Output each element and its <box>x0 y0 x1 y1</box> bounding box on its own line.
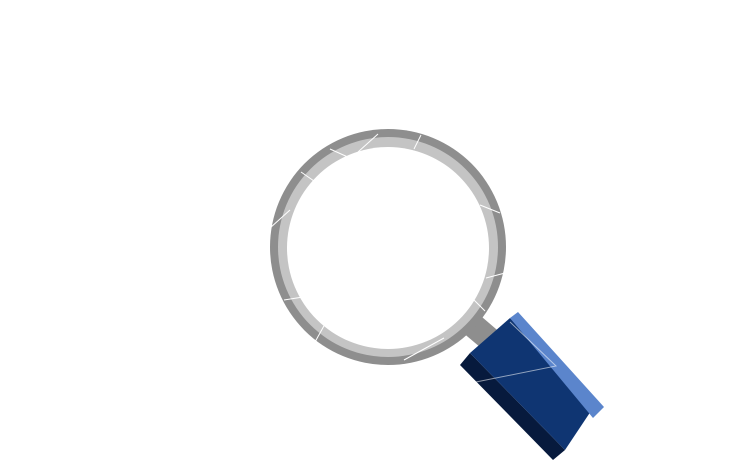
handle <box>460 312 604 460</box>
rim-sparkles <box>269 133 506 361</box>
lens-rim <box>270 129 506 365</box>
lens <box>287 147 489 349</box>
